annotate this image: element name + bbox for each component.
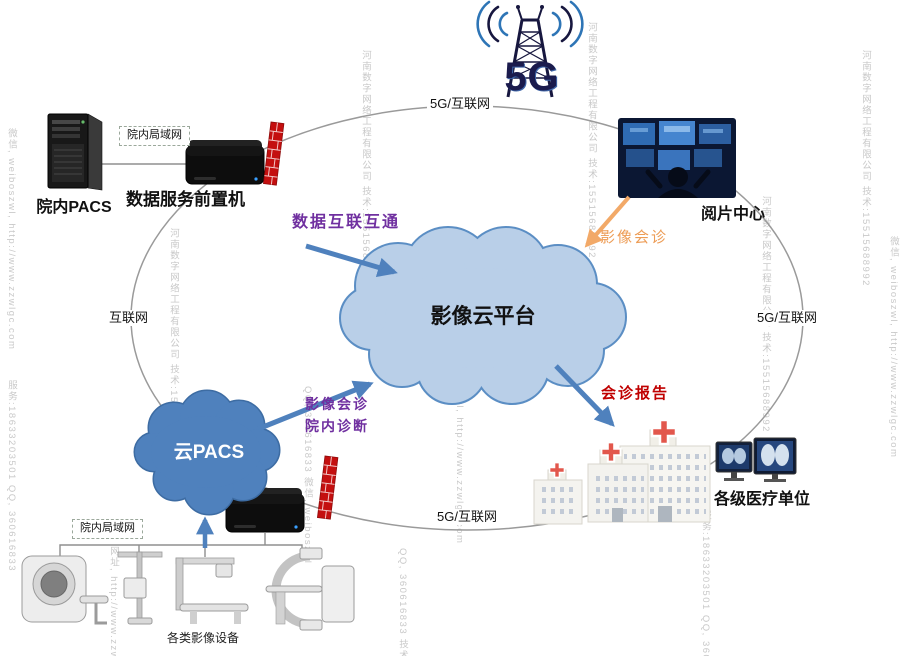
- pacs-server-icon: [47, 113, 103, 191]
- label-consult-orange: 影像会诊: [600, 229, 669, 246]
- arrow-consult-orange: [584, 195, 631, 248]
- 5g-tower-icon: [476, 0, 584, 98]
- flow-arrows: [196, 195, 631, 548]
- firewall-icon-bottom: [316, 455, 339, 520]
- watermark-text: 网址, http://www.zzwlgc.com 微信, weiboszwl: [106, 546, 120, 656]
- front-machine-icon: [185, 139, 265, 185]
- label-consult-purple: 影像会诊 院内诊断: [305, 394, 369, 437]
- label-medical-units: 各级医疗单位: [714, 491, 811, 508]
- cloud-pacs-shape: [133, 389, 281, 516]
- arrow-data-link: [305, 243, 398, 278]
- reading-center-image: [618, 118, 736, 198]
- label-consult-line2: 院内诊断: [305, 417, 369, 434]
- watermark-text: 河南数字网络工程有限公司 技术:15515688992: [168, 228, 179, 465]
- hospital-buildings: [533, 418, 711, 525]
- xray-monitors-icon: [715, 437, 797, 482]
- label-report: 会诊报告: [601, 385, 670, 402]
- 5g-tower-text: 5G: [504, 55, 560, 99]
- arrow-pacs-to-cloud: [257, 380, 374, 432]
- watermark-text: 微信, weiboszwl, http://www.zzwlgc.com: [888, 236, 899, 459]
- watermark-text: 微信, weiboszwl, http://www.zzwlgc.com: [6, 128, 17, 351]
- cloud-platform-shape: [339, 226, 627, 405]
- watermark-text: 河南数字网络工程有限公司 技术:15515688992: [586, 22, 597, 259]
- label-consult-line1: 影像会诊: [305, 396, 369, 412]
- label-internet-left: 互联网: [106, 310, 152, 327]
- firewall-icon-top: [262, 121, 285, 186]
- watermark-text: 河南数字网络工程有限公司 技术:15515688992: [860, 50, 871, 287]
- watermark-text: 服务:18633203501 QQ, 360616833: [6, 380, 17, 573]
- imaging-equipment-icons: [21, 547, 355, 631]
- label-front-machine: 数据服务前置机: [126, 190, 245, 209]
- label-reading-center: 阅片中心: [701, 206, 766, 223]
- watermark-text: QQ, 360616833 微信, weiboszwl: [302, 386, 313, 565]
- watermark-text: 微信, weiboszwl, http://www.zzwlgc.com: [454, 322, 465, 545]
- label-cloud-pacs: 云PACS: [173, 442, 245, 463]
- watermark-text: QQ, 360616833 技术:15515688992: [397, 548, 408, 656]
- watermark-text: 河南数字网络工程有限公司 技术:15515688992: [360, 50, 371, 287]
- label-lan-bottom: 院内局域网: [72, 519, 143, 539]
- label-data-link: 数据互联互通: [292, 214, 401, 231]
- label-5g-internet-right: 5G/互联网: [754, 310, 820, 327]
- label-lan-top: 院内局域网: [119, 126, 190, 146]
- label-devices: 各类影像设备: [167, 631, 240, 645]
- label-hospital-pacs: 院内PACS: [36, 199, 112, 216]
- label-cloud-platform: 影像云平台: [430, 305, 536, 328]
- arrow-cloud-to-hospitals: [554, 364, 615, 427]
- watermark-text: 服务:18633203501 QQ, 360616833: [700, 510, 711, 656]
- label-5g-internet-bottom: 5G/互联网: [434, 509, 500, 526]
- label-5g-internet-top: 5G/互联网: [427, 96, 493, 113]
